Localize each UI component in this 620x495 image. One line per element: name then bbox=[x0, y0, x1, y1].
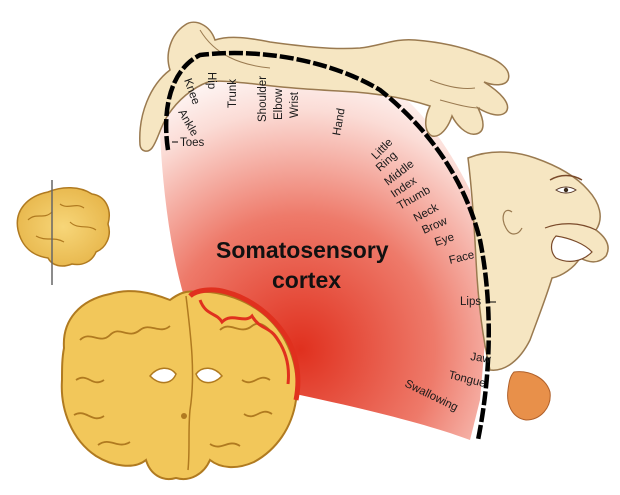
label-hip: Hip bbox=[205, 72, 217, 89]
label-shoulder: Shoulder bbox=[257, 76, 269, 122]
label-trunk: Trunk bbox=[227, 79, 239, 108]
label-lips: Lips bbox=[460, 296, 481, 308]
label-wrist: Wrist bbox=[289, 91, 301, 118]
tongue-figure bbox=[508, 372, 551, 420]
lateral-brain-icon bbox=[17, 180, 109, 285]
title-line1: Somatosensory bbox=[216, 237, 389, 263]
label-elbow: Elbow bbox=[273, 88, 285, 120]
pupil bbox=[564, 188, 568, 192]
coronal-brain-section bbox=[62, 290, 298, 479]
title-line2: cortex bbox=[272, 267, 341, 293]
label-toes: Toes bbox=[180, 137, 205, 149]
